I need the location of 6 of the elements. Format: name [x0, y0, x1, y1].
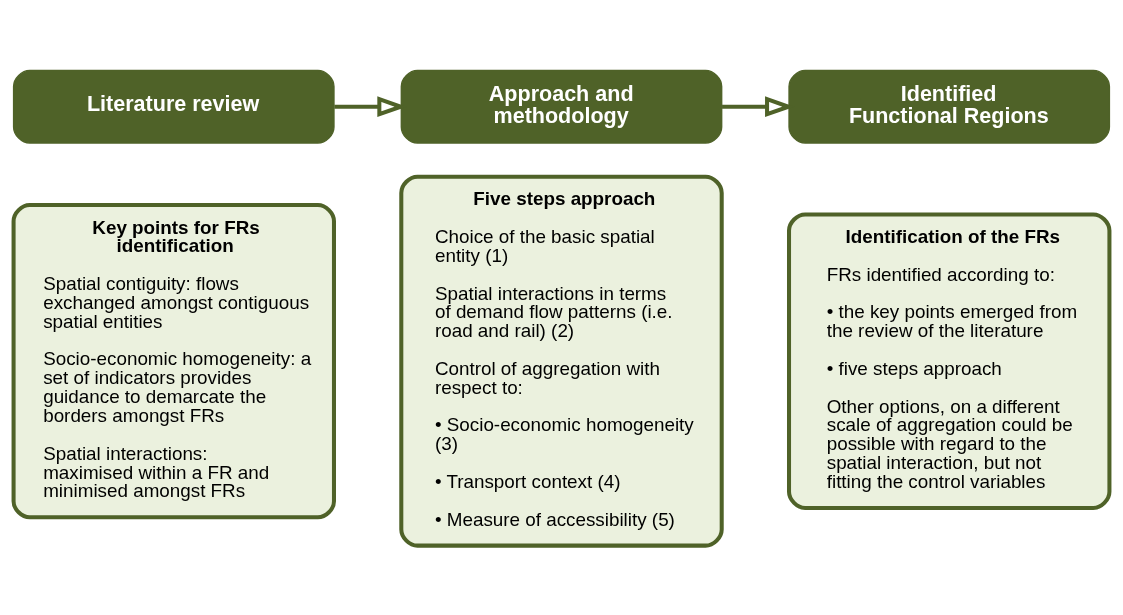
node-box: Five steps approach Choice of the basic spatial entity (1) Spatial interactions in terms of demand flow patterns (i.e. road and rail) (2) Control of aggregation with respect to: • Socio-economic homogeneity (3) • Transport context (4) • Measure of accessibility (5) [399, 174, 724, 548]
node-box: Key points for FRs identification Spatial contiguity: flows exchanged amongst contiguous spatial entities Socio-economic homogeneity: a set of indicators provides guidance to demarcate the borders amongst FRs Spatial interactions: maximised within a FR and minimised amongst FRs [11, 202, 336, 519]
node-box: Approach and methodology [400, 69, 723, 144]
node-box: Literature review [12, 69, 335, 144]
node-box: Identification of the FRs FRs identified according to: • the key points emerged from the review of the literature • five steps approach Other options, on a different scale of aggregation could be possible with regard to the spatial interaction, but not fitting the control variables [787, 211, 1112, 510]
node-box: Identified Functional Regions [788, 69, 1111, 144]
